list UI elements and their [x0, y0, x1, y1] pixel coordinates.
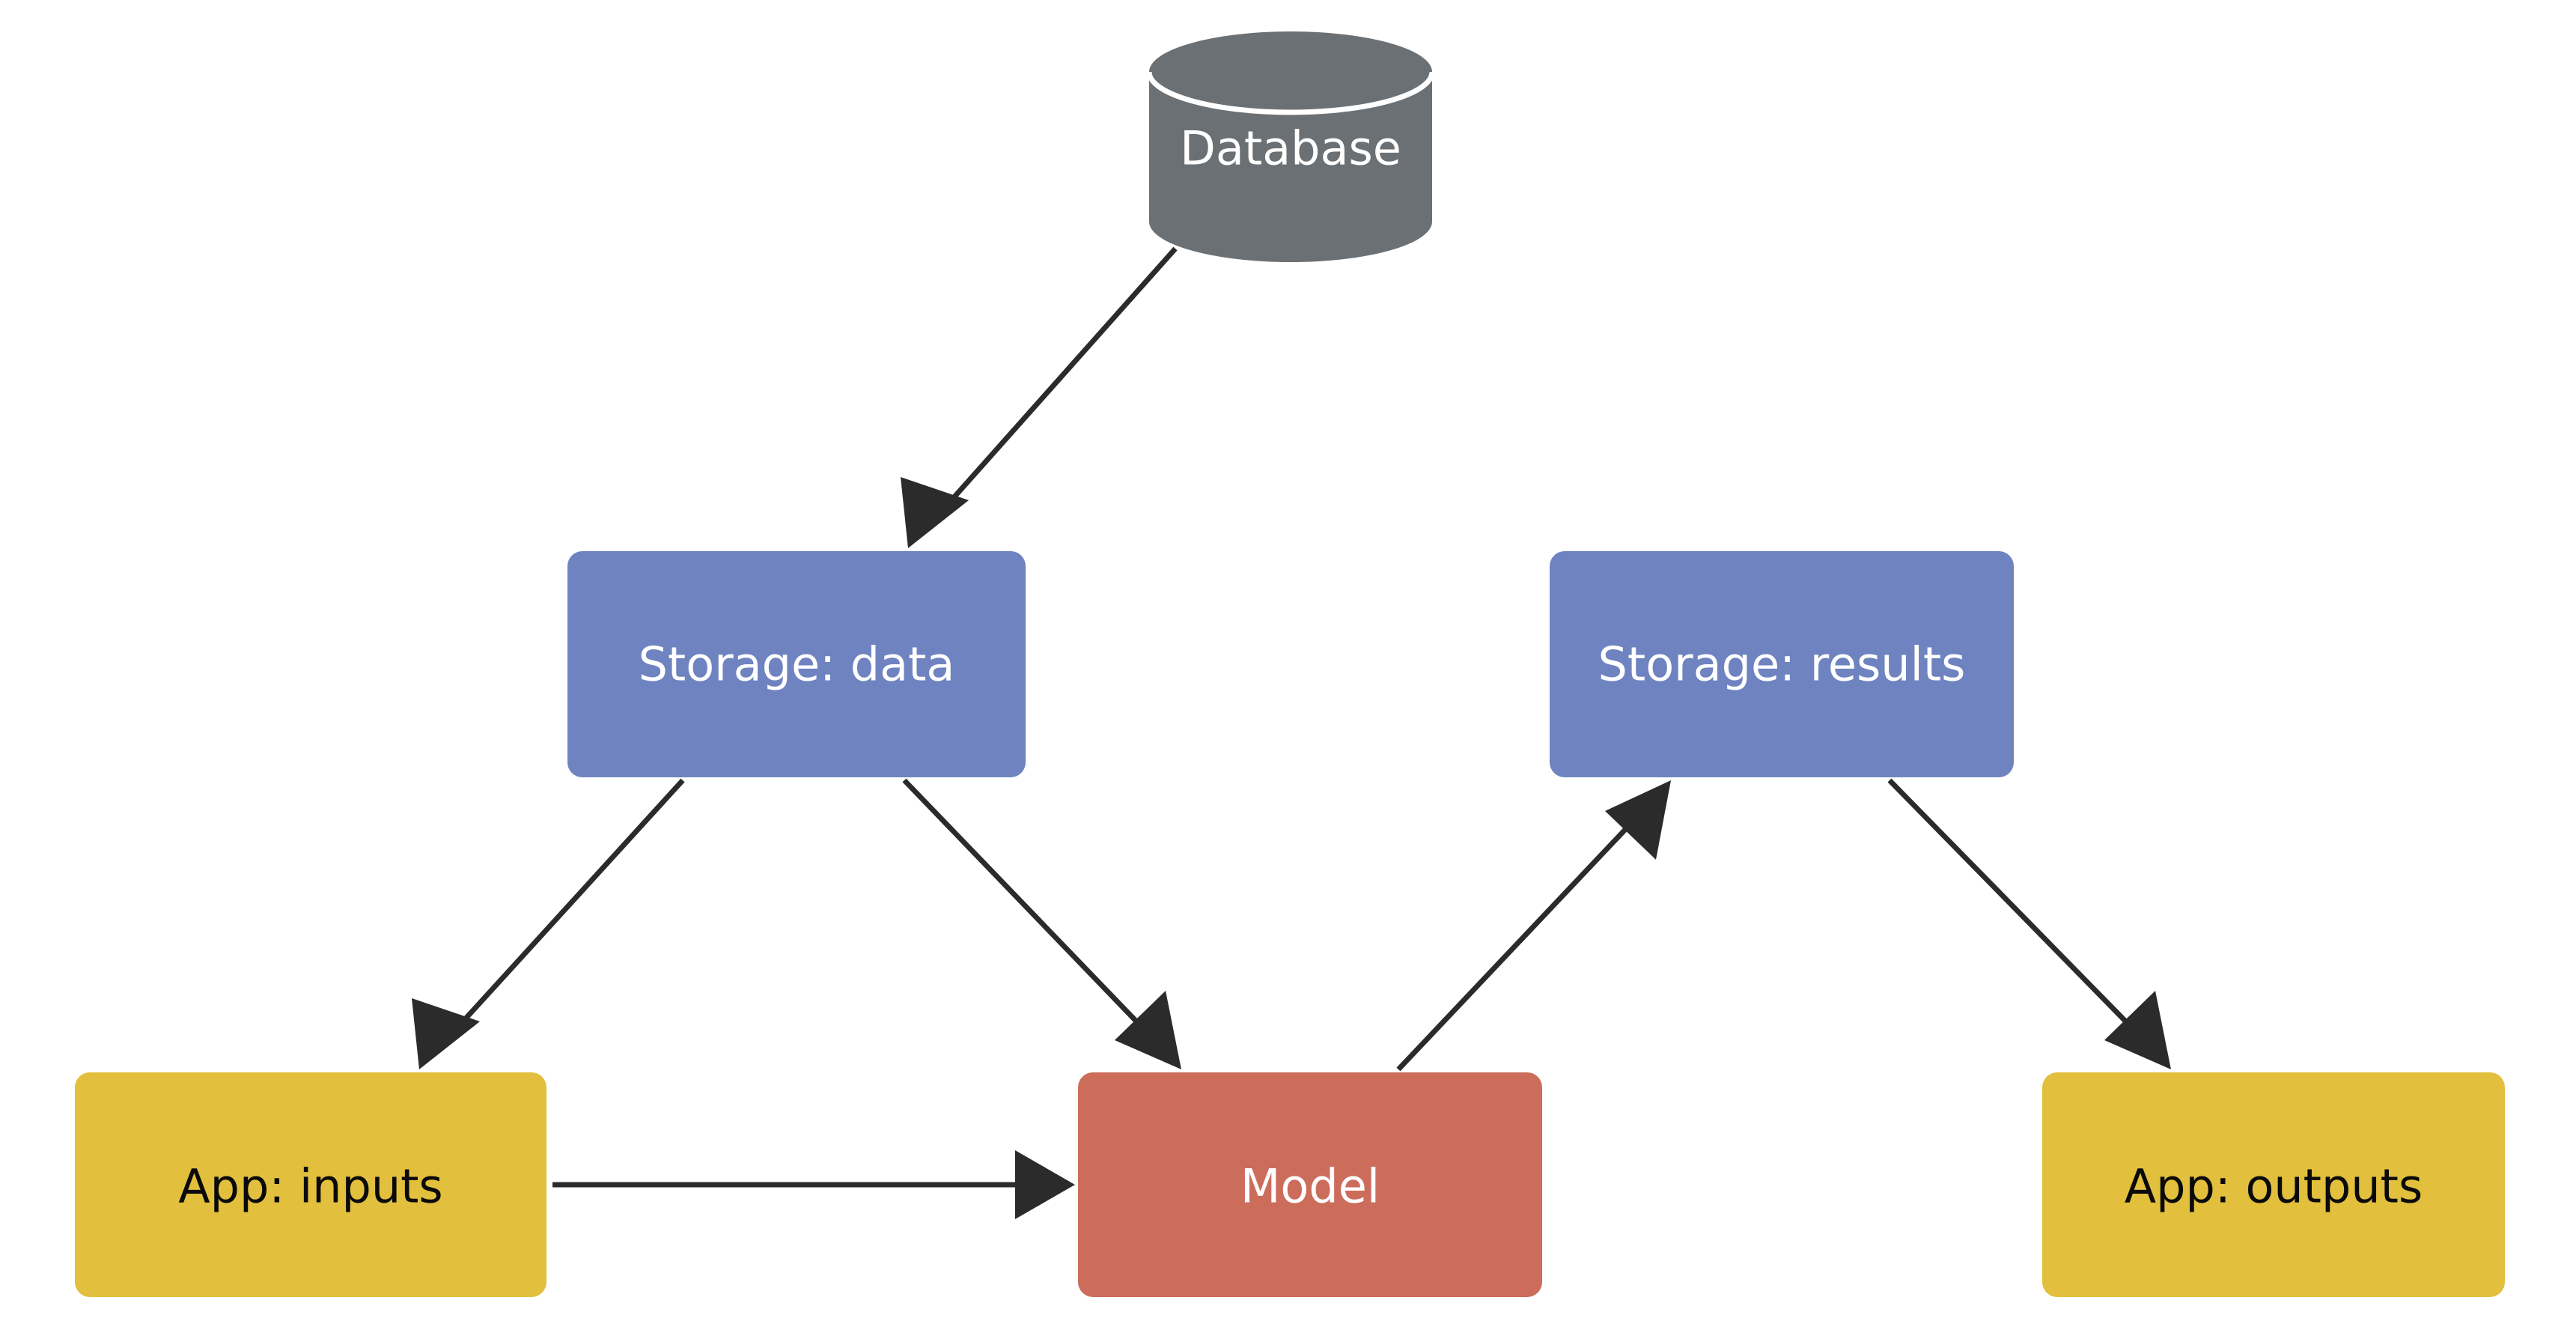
node-box-shape: [567, 551, 1026, 777]
arrowhead-icon: [2104, 991, 2171, 1069]
edge-storage-data-to-model: [902, 778, 1181, 1069]
edge-app-inputs-to-model: [552, 1150, 1075, 1219]
node-label: App: inputs: [178, 1159, 443, 1214]
node-storage-results[interactable]: Storage: results: [1550, 551, 2014, 777]
node-box-shape: [1550, 551, 2014, 777]
node-label: App: outputs: [2125, 1159, 2423, 1214]
edge-line: [930, 246, 1178, 524]
edge-line: [441, 778, 685, 1045]
cylinder-rim-highlight: [1146, 71, 1435, 115]
edge-line: [1887, 778, 2149, 1045]
arrowhead-icon: [901, 477, 969, 548]
cylinder-body-shape: [1149, 72, 1432, 262]
node-label: Storage: results: [1598, 637, 1966, 692]
node-label: Database: [1180, 121, 1401, 176]
node-storage-data[interactable]: Storage: data: [567, 551, 1026, 777]
edge-storage-results-to-app-outputs: [1887, 778, 2171, 1069]
edge-db-to-storage-data: [901, 246, 1178, 548]
node-label: Storage: data: [639, 637, 955, 692]
arrowhead-icon: [1605, 780, 1671, 860]
arrowhead-icon: [1115, 991, 1181, 1069]
node-database[interactable]: Database: [1146, 31, 1435, 262]
cylinder-top-shape: [1149, 31, 1432, 112]
nodes-layer: Database Storage: data Storage: results …: [75, 31, 2505, 1297]
node-label: Model: [1240, 1159, 1380, 1214]
arrowhead-icon: [1015, 1150, 1075, 1219]
node-box-shape: [2042, 1072, 2505, 1297]
node-model[interactable]: Model: [1078, 1072, 1542, 1297]
node-box-shape: [75, 1072, 546, 1297]
edge-model-to-storage-results: [1396, 780, 1671, 1072]
edge-storage-data-to-app-inputs: [412, 778, 685, 1069]
node-app-outputs[interactable]: App: outputs: [2042, 1072, 2505, 1297]
edge-line: [1396, 804, 1649, 1072]
node-box-shape: [1078, 1072, 1542, 1297]
node-app-inputs[interactable]: App: inputs: [75, 1072, 546, 1297]
edge-line: [902, 778, 1160, 1045]
edges-layer: [412, 246, 2171, 1219]
arrowhead-icon: [412, 998, 480, 1069]
